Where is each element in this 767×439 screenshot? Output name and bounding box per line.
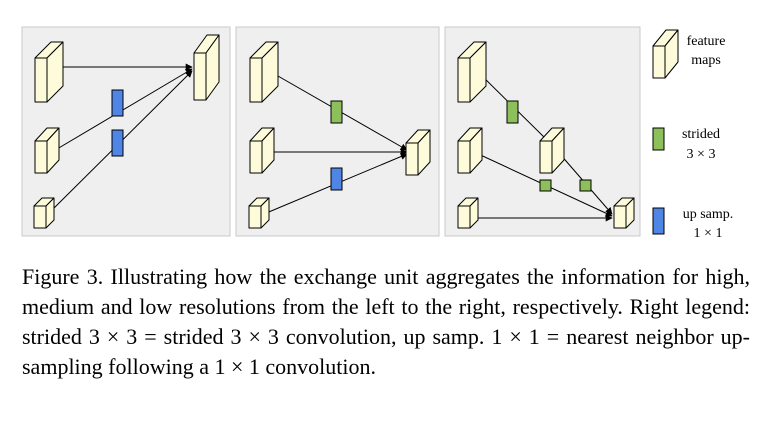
upsample-icon: [652, 207, 665, 235]
feature-map: [539, 127, 565, 174]
legend-upsamp-line1: up samp.: [683, 207, 734, 222]
strided-conv-icon: [652, 127, 665, 151]
strided-conv-op: [330, 100, 343, 124]
legend: feature maps strided 3 × 3 up samp. 1 × …: [652, 29, 734, 241]
legend-strided-line1: strided: [682, 127, 720, 142]
exchange-unit-diagram: feature maps strided 3 × 3 up samp. 1 × …: [21, 26, 734, 241]
feature-map: [457, 197, 479, 229]
figure-caption: Figure 3. Illustrating how the exchange …: [22, 264, 750, 379]
feature-map: [248, 197, 270, 229]
upsample-op: [111, 89, 124, 117]
legend-feature-maps-line1: feature: [687, 34, 726, 49]
strided-conv-op: [506, 100, 519, 124]
feature-map: [193, 34, 220, 101]
legend-feature-maps-line2: maps: [691, 53, 721, 68]
feature-map: [34, 41, 64, 103]
feature-map: [457, 41, 487, 103]
legend-strided-line2: 3 × 3: [687, 147, 716, 162]
feature-map: [249, 127, 275, 174]
strided-conv-op: [579, 179, 592, 192]
feature-map: [249, 41, 279, 103]
feature-map: [457, 127, 483, 174]
feature-map: [34, 127, 60, 174]
feature-map-icon: [652, 29, 679, 79]
legend-upsamp-line2: 1 × 1: [694, 226, 723, 241]
upsample-op: [111, 129, 124, 157]
feature-map: [33, 197, 55, 229]
strided-conv-op: [539, 179, 552, 192]
feature-map: [613, 197, 635, 229]
upsample-op: [330, 167, 343, 191]
feature-map: [405, 129, 431, 176]
